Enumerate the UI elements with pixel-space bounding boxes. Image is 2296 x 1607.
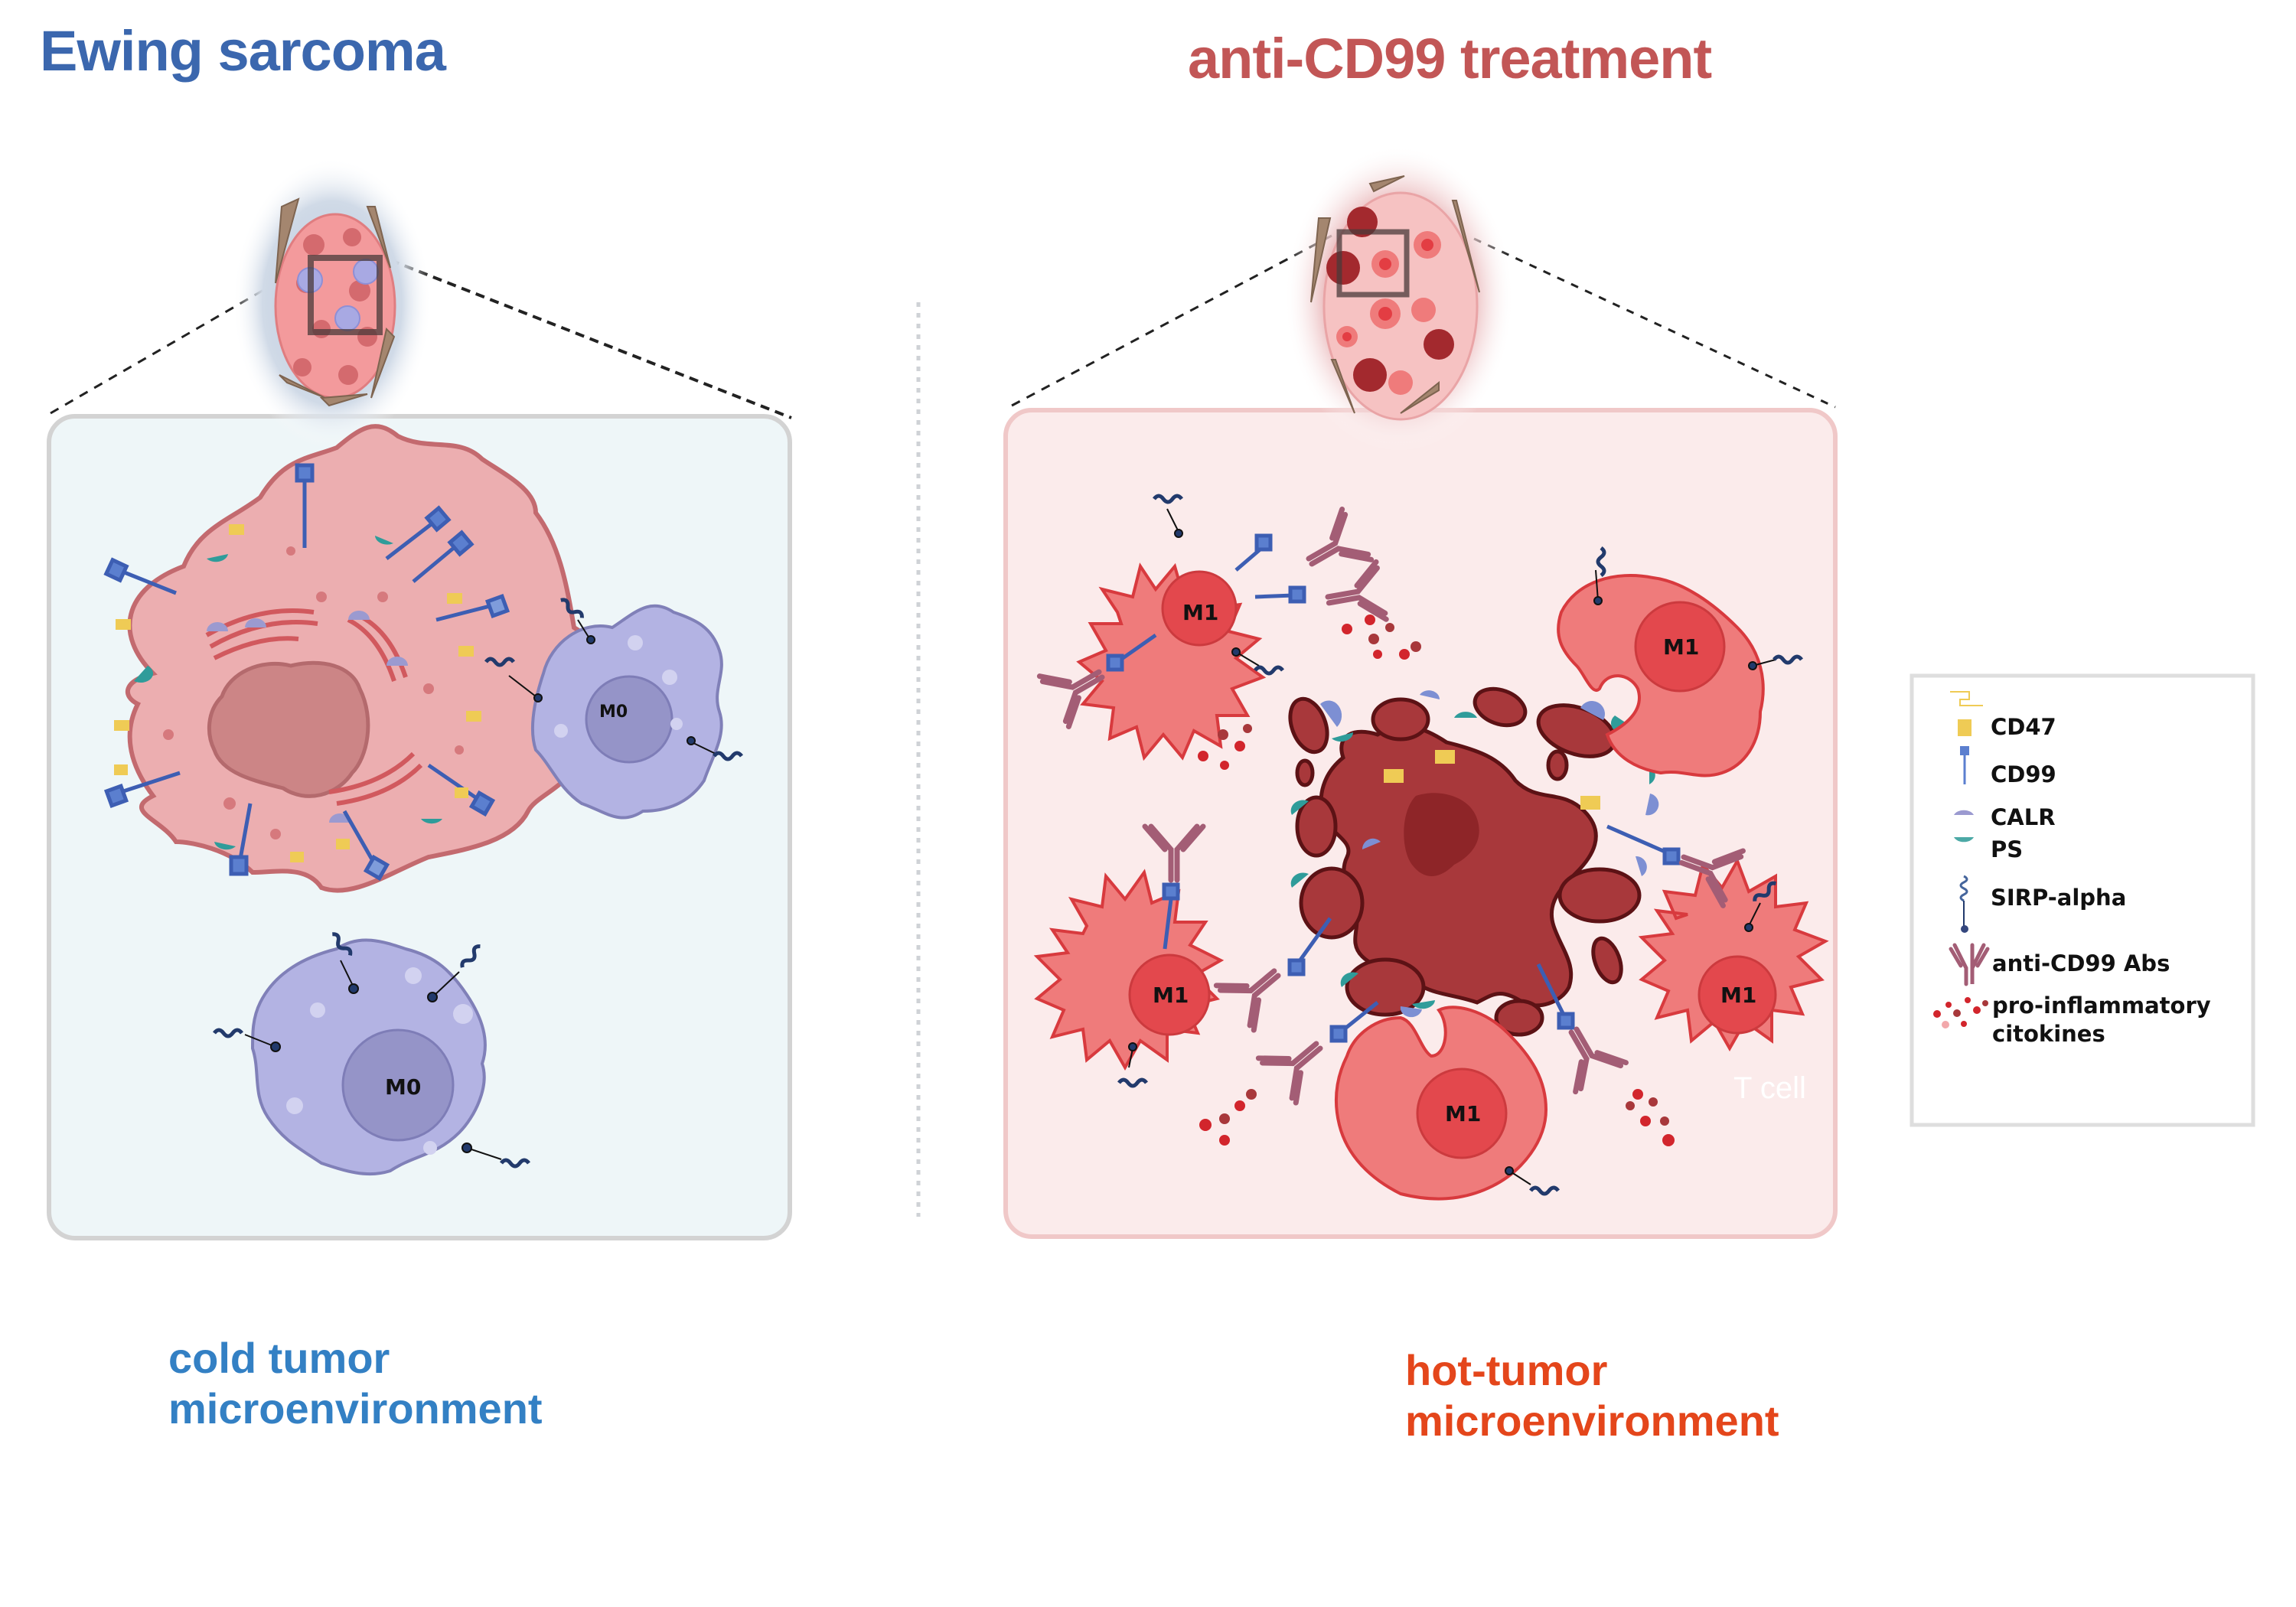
label-m1-mid-right: M1 [1720,983,1756,1008]
label-m0-large: M0 [385,1074,421,1100]
calr-markers-right [1320,690,1659,1018]
cytokine-clusters [1198,614,1675,1146]
caption-hot-line2: microenvironment [1405,1397,1779,1445]
legend-label-citokines: citokines [1992,1021,2105,1047]
tumor-thumbnail-hot [1284,145,1514,451]
cd47-receptors-right [1384,750,1600,810]
legend-label-calr: CALR [1991,804,2056,830]
label-m0-small: M0 [599,702,628,722]
cd47-receptors-left [114,524,481,862]
dying-tumor-cell [1288,686,1659,1037]
label-m1-top-left: M1 [1182,600,1218,625]
legend-label-pro-inflammatory: pro-inflammatory [1992,993,2211,1019]
left-zoom-lines [50,259,792,419]
m1-macrophage-mid-right: M1 [1638,857,1829,1052]
antibody-icon [1949,943,1990,986]
right-zoom-lines [1011,234,1836,409]
caption-hot-tumor: hot-tumor microenvironment [1405,1345,1779,1446]
m1-macrophage-top-left: M1 [1076,562,1267,761]
cd47-icon [1950,691,1983,736]
m1-macrophage-top-right: M1 [1557,574,1765,777]
sirp-alpha-icon [1959,875,1968,933]
cytokines-icon [1933,997,1988,1028]
cd99-antibody-complexes [1106,533,1681,1043]
legend-label-ps: PS [1991,836,2023,862]
label-m1-top-right: M1 [1663,634,1699,660]
label-m1-mid-left: M1 [1153,983,1189,1008]
sirp-alpha-m0-small [486,598,742,759]
cd99-receptors-left [103,463,510,882]
m1-macrophage-mid-left: M1 [1033,869,1225,1071]
calr-icon [1954,810,1974,815]
caption-hot-line1: hot-tumor [1405,1346,1608,1394]
ps-icon [1954,837,1974,843]
legend-label-sirp-alpha: SIRP-alpha [1991,885,2126,911]
caption-cold-tumor: cold tumor microenvironment [168,1333,543,1434]
legend-label-cd47: CD47 [1991,714,2056,740]
sirp-alpha-m0-large [214,932,529,1166]
cd99-icon [1960,746,1969,784]
title-ewing-sarcoma: Ewing sarcoma [40,19,446,83]
tumor-thumbnail-cold [233,158,432,448]
legend-label-cd99: CD99 [1991,761,2056,787]
title-anti-cd99-treatment: anti-CD99 treatment [1188,27,1712,90]
legend-label-anti-cd99-abs: anti-CD99 Abs [1992,950,2170,976]
caption-cold-line1: cold tumor [168,1334,390,1382]
caption-cold-line2: microenvironment [168,1384,543,1433]
ewing-tumor-cell [125,424,602,893]
sirp-alpha-m1 [1119,496,1802,1194]
m1-macrophage-bottom: M1 [1334,1006,1548,1201]
legend: CD47 CD99 CALR PS SIRP-alpha anti-CD99 A… [1910,673,2255,1127]
ps-markers [134,536,442,850]
watermark-t-cell: T cell [1733,1071,1806,1105]
label-m1-bottom: M1 [1445,1101,1481,1126]
m0-macrophage-large: M0 [250,938,487,1176]
m0-macrophage-small: M0 [530,604,723,820]
